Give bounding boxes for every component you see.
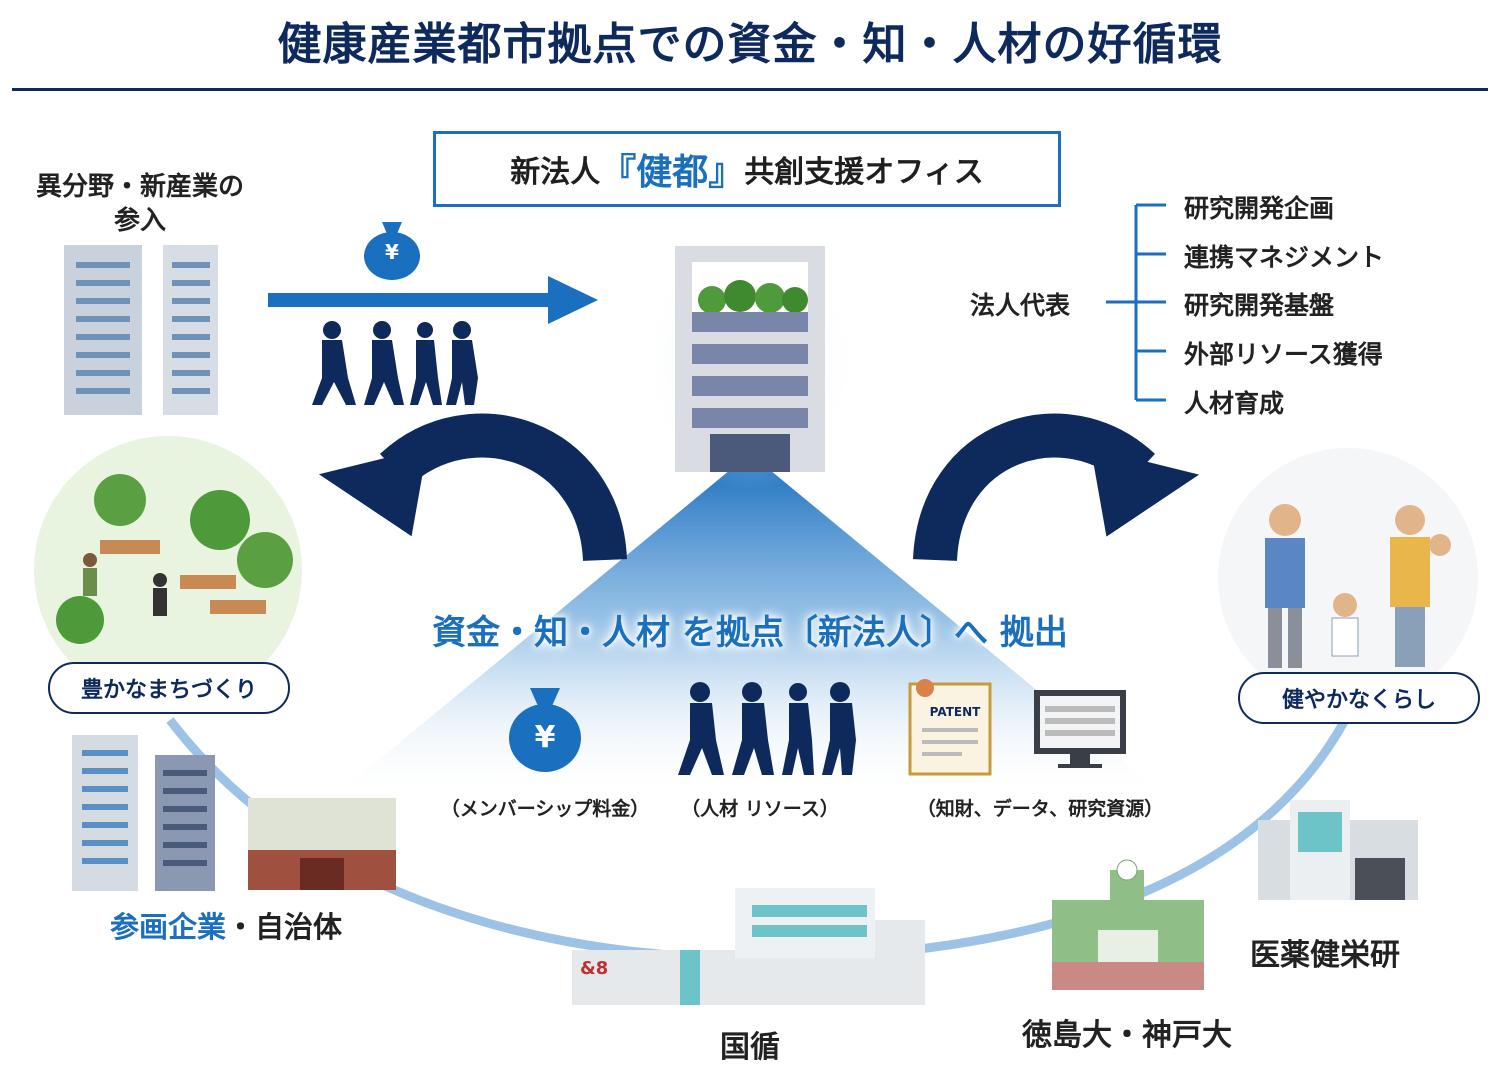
money-bag-icon-small — [364, 222, 420, 280]
town-pill: 豊かなまちづくり — [48, 662, 290, 714]
rep-item: 外部リソース獲得 — [1184, 340, 1383, 369]
resource-caption-ip: （知財、データ、研究資源） — [916, 798, 1164, 820]
page-title: 健康産業都市拠点での資金・知・人材の好循環 — [277, 19, 1223, 70]
money-bag-icon-large — [509, 688, 581, 772]
companies-highlight: 参画企業 — [110, 910, 227, 944]
univ-label: 徳島大・神戸大 — [1022, 1018, 1232, 1053]
patent-label: PATENT — [929, 705, 981, 719]
rep-tree-lines — [1106, 203, 1166, 402]
patent-document-icon — [908, 679, 992, 776]
office-prefix: 新法人 — [510, 155, 601, 190]
rep-item: 研究開発基盤 — [1184, 291, 1335, 320]
office-suffix: 共創支援オフィス — [744, 155, 984, 190]
companies-label: 参画企業・自治体 — [110, 904, 342, 946]
office-building — [675, 246, 825, 472]
rep-item: 人材育成 — [1184, 389, 1285, 418]
resource-caption-people: （人材 リソース） — [681, 798, 839, 820]
nibiohn-building — [1258, 800, 1418, 900]
resource-caption-money: （メンバーシップ料金） — [440, 798, 650, 820]
contribution-text: 資金・知・人材 を拠点〔新法人〕へ 拠出 — [432, 613, 1068, 653]
town-scene-illustration — [34, 436, 302, 704]
left-curved-arrow — [380, 413, 627, 562]
right-curved-arrow — [913, 413, 1155, 562]
university-building — [1052, 859, 1204, 990]
entry-label-line1: 異分野・新産業の — [35, 172, 244, 202]
entry-label: 異分野・新産業の 参入 — [15, 170, 265, 238]
rep-item: 連携マネジメント — [1184, 243, 1385, 272]
ncvc-logo: &8 — [580, 958, 609, 979]
title-divider — [12, 88, 1488, 91]
yen-symbol-large: ¥ — [534, 720, 556, 755]
office-title-box: 新法人 『健都』 共創支援オフィス — [433, 131, 1061, 207]
ncvc-building — [572, 888, 925, 1005]
companies-buildings — [72, 735, 396, 891]
life-pill: 健やかなくらし — [1238, 672, 1480, 724]
companies-rest: ・自治体 — [226, 910, 343, 944]
office-name: 『健都』 — [600, 152, 745, 193]
people-silhouettes-bottom — [678, 682, 856, 775]
rep-item: 研究開発企画 — [1184, 194, 1335, 223]
people-silhouettes-top — [312, 321, 478, 405]
rep-label: 法人代表 — [970, 291, 1071, 320]
monitor-data-icon — [1034, 690, 1126, 768]
ncvc-label: 国循 — [720, 1030, 780, 1065]
nibiohn-label: 医薬健栄研 — [1250, 938, 1400, 973]
family-illustration — [1218, 448, 1478, 708]
yen-symbol-small: ¥ — [385, 240, 399, 264]
entry-label-line2: 参入 — [113, 206, 166, 236]
entry-buildings — [64, 245, 218, 415]
